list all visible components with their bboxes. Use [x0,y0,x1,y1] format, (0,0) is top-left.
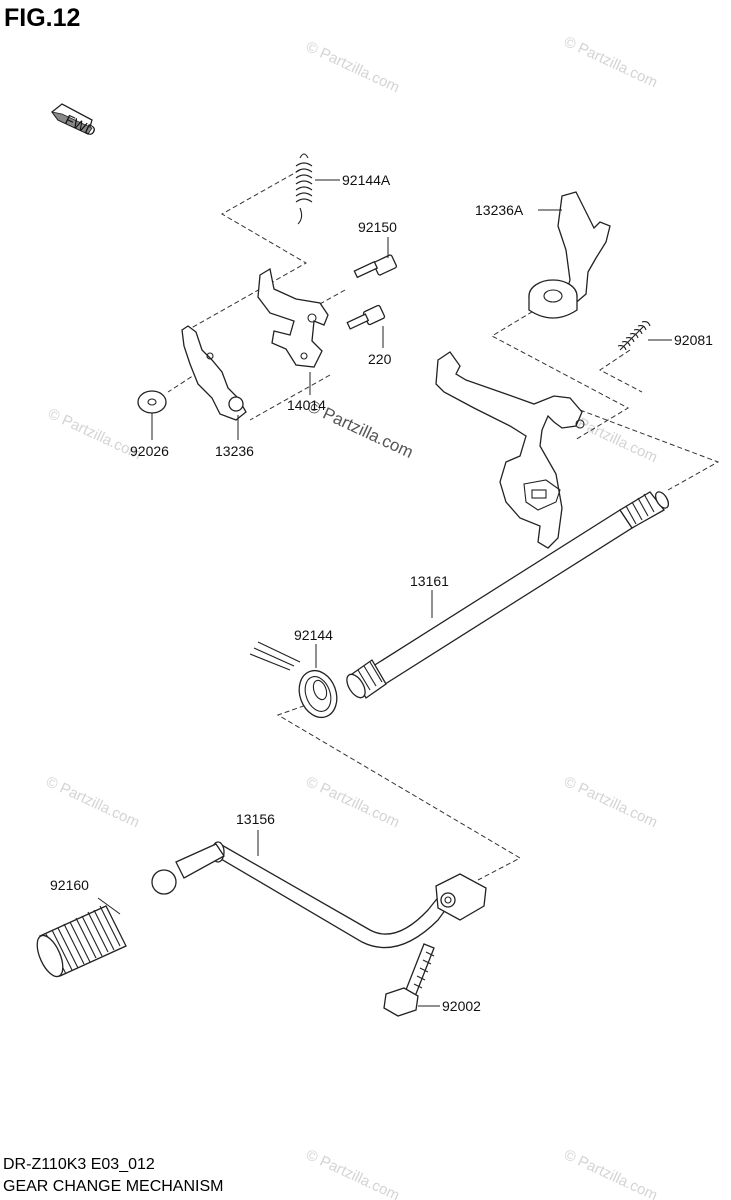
part-label-92160[interactable]: 92160 [50,877,89,893]
watermark-text: © Partzilla.com [561,33,660,91]
watermark-text: © Partzilla.com [303,38,402,96]
part-label-13161[interactable]: 13161 [410,573,449,589]
watermark-text: © Partzilla.com [43,773,142,831]
assembly-lines [167,169,720,881]
watermark-text: © Partzilla.com [561,773,660,831]
fwd-label: FWD [63,111,99,139]
shift-shaft-arm [435,351,585,549]
pedal-rubber-icon [36,897,127,978]
forward-arrow-icon: FWD [51,103,99,139]
section-name: GEAR CHANGE MECHANISM [3,1178,224,1195]
bolt-icon [353,237,398,279]
shift-pedal-icon [151,830,487,949]
model-code: DR-Z110K3 E03_012 [3,1156,155,1173]
part-label-92026[interactable]: 92026 [130,443,169,459]
part-label-92081[interactable]: 92081 [674,332,713,348]
spring-icon [295,153,340,225]
part-label-14014[interactable]: 14014 [287,397,326,413]
watermark-text: © Partzilla.com [303,773,402,831]
part-label-13236A[interactable]: 13236A [475,202,524,218]
spring-icon [617,320,672,351]
shift-shaft-icon [346,491,670,699]
bolt-icon [383,943,440,1017]
part-label-13156[interactable]: 13156 [236,811,275,827]
shift-fork-icon [528,191,611,319]
watermark-text: © Partzilla.com [303,1146,402,1200]
part-label-92144[interactable]: 92144 [294,627,333,643]
part-label-13236[interactable]: 13236 [215,443,254,459]
stopper-arm-icon [257,267,329,395]
lever-icon [181,325,247,440]
washer-icon [137,390,167,440]
part-label-92144A[interactable]: 92144A [342,172,391,188]
part-label-92150[interactable]: 92150 [358,219,397,235]
bolt-icon [346,304,386,348]
torsion-spring-icon [249,641,338,719]
part-label-92002[interactable]: 92002 [442,998,481,1014]
watermark-text: © Partzilla.com [561,1146,660,1200]
part-label-220[interactable]: 220 [368,351,392,367]
figure-title: FIG.12 [4,4,81,32]
